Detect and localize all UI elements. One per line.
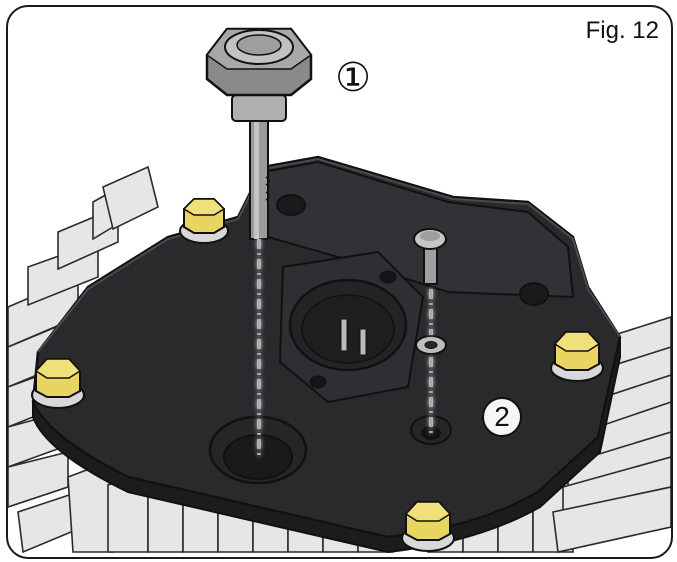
bolt-head-right (550, 331, 604, 382)
bolt-heads (31, 198, 604, 552)
housing-plate (31, 155, 622, 554)
oil-plug-dipstick (205, 27, 313, 240)
bolt-head-bottom (401, 501, 455, 552)
screw-and-washer (413, 228, 447, 355)
bolt-head-left (31, 358, 85, 409)
assembly-illustration (8, 27, 671, 554)
bolt-head-top-left (179, 198, 229, 244)
figure-label: Fig. 12 (585, 17, 659, 44)
assembly-guide-lines-core (258, 239, 432, 457)
callout-1: ① (333, 56, 373, 100)
callout-2: 2 (482, 397, 522, 437)
figure-frame: Fig. 12 ① 2 (6, 5, 673, 559)
